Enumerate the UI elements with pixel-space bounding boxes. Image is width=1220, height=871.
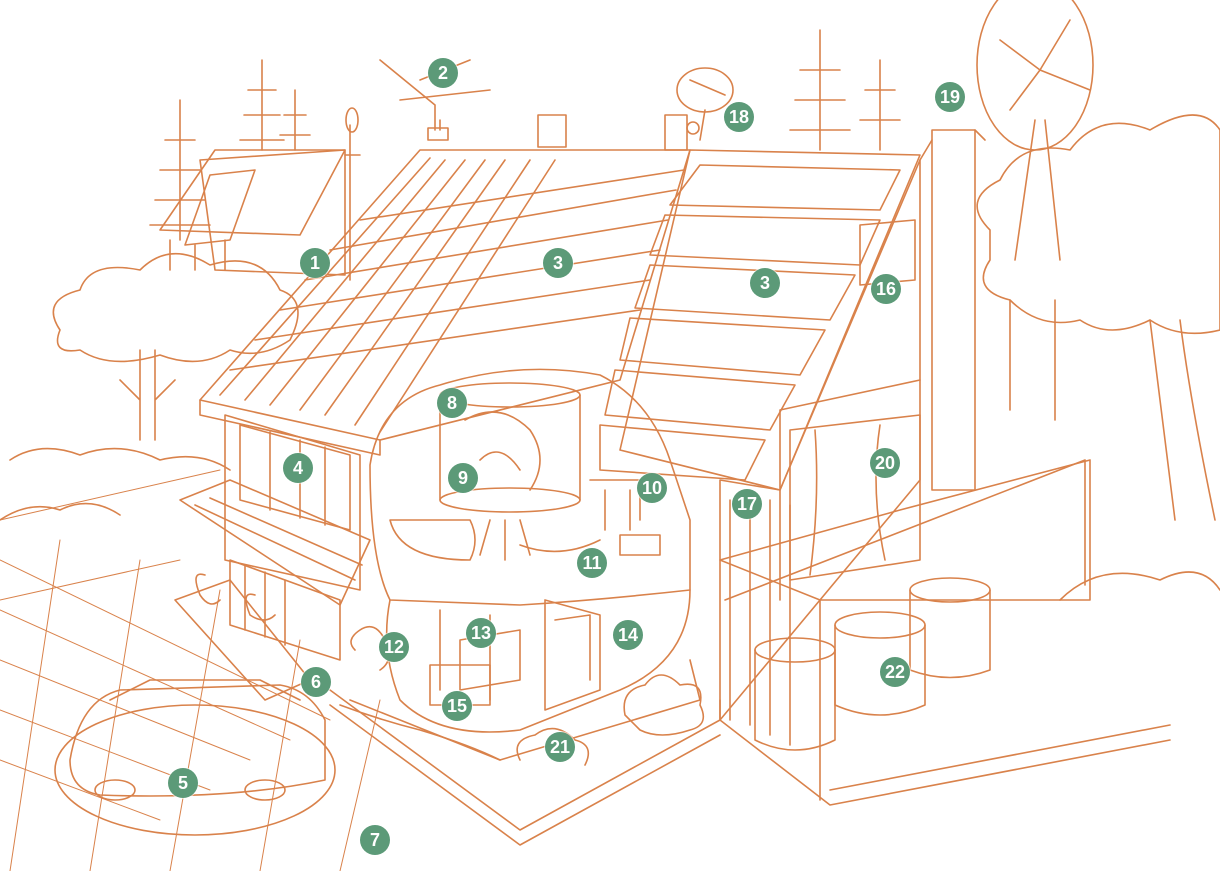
right-tree xyxy=(977,115,1220,600)
small-cabin xyxy=(160,108,360,280)
marker-15: 15 xyxy=(442,691,472,721)
marker-21: 21 xyxy=(545,732,575,762)
marker-9: 9 xyxy=(448,463,478,493)
satellite-dish xyxy=(677,68,733,140)
foundation xyxy=(330,690,720,845)
marker-22: 22 xyxy=(880,657,910,687)
marker-11: 11 xyxy=(577,548,607,578)
pine-trees-right xyxy=(790,30,900,150)
marker-1: 1 xyxy=(300,248,330,278)
kitchen-cutaway xyxy=(350,590,700,760)
marker-13: 13 xyxy=(466,618,496,648)
marker-20: 20 xyxy=(870,448,900,478)
windmill xyxy=(977,0,1093,260)
left-tree xyxy=(0,254,298,520)
marker-18: 18 xyxy=(724,102,754,132)
marker-3a: 3 xyxy=(543,248,573,278)
marker-12: 12 xyxy=(379,632,409,662)
marker-14: 14 xyxy=(613,620,643,650)
chimney xyxy=(920,130,985,490)
marker-7: 7 xyxy=(360,825,390,855)
deck-water-tanks xyxy=(720,460,1170,805)
marker-10: 10 xyxy=(637,473,667,503)
marker-4: 4 xyxy=(283,453,313,483)
marker-5: 5 xyxy=(168,768,198,798)
marker-19: 19 xyxy=(935,82,965,112)
marker-3b: 3 xyxy=(750,268,780,298)
marker-2: 2 xyxy=(428,58,458,88)
marker-16: 16 xyxy=(871,274,901,304)
right-roof-solar-panels xyxy=(600,150,920,490)
marker-6: 6 xyxy=(301,667,331,697)
car xyxy=(55,680,335,835)
marker-8: 8 xyxy=(437,388,467,418)
marker-17: 17 xyxy=(732,489,762,519)
